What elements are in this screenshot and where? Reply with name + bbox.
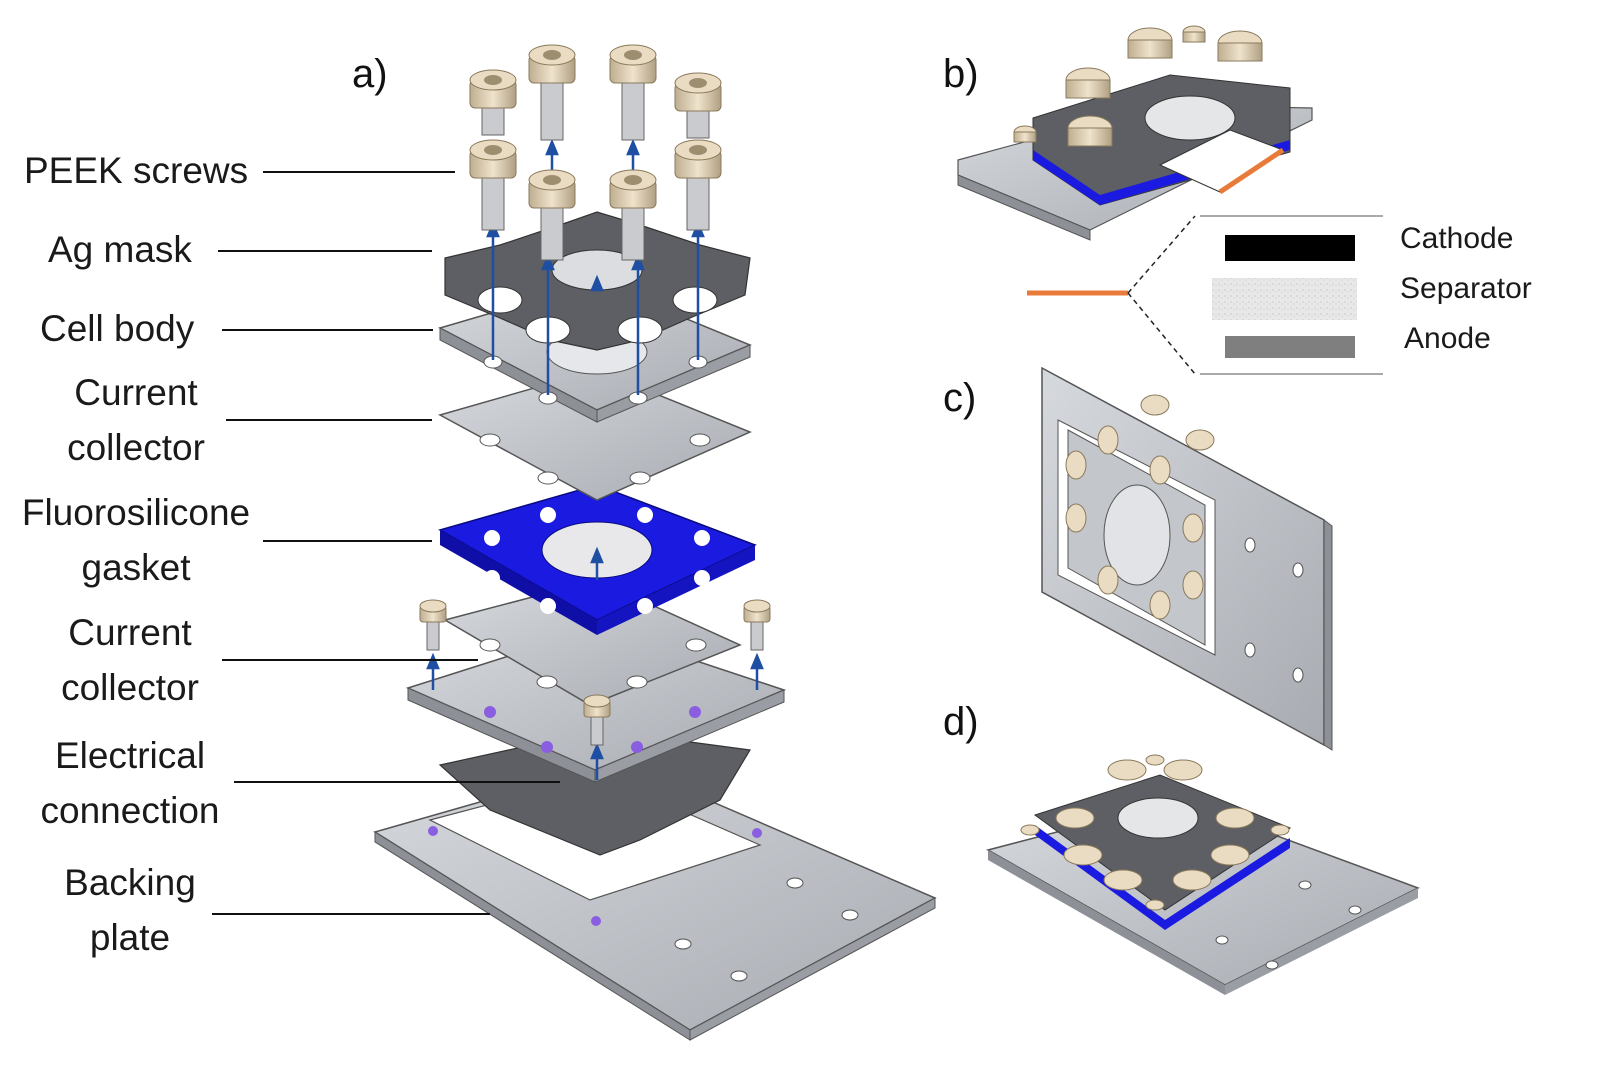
panel-d-assembly xyxy=(986,754,1420,995)
label-current-collector-top-1: Current xyxy=(74,372,198,413)
legend-cathode: Cathode xyxy=(1400,222,1514,255)
panel-b-tag: b) xyxy=(943,52,979,96)
panel-c-tag: c) xyxy=(943,376,977,420)
label-gasket-2: gasket xyxy=(81,547,191,588)
separator-swatch xyxy=(1212,278,1357,320)
leader-lines xyxy=(212,171,560,915)
top-current-collector xyxy=(438,369,752,501)
label-current-collector-bottom-2: collector xyxy=(61,667,199,708)
label-electrical-1: Electrical xyxy=(54,735,206,776)
legend-separator: Separator xyxy=(1400,272,1532,305)
panel-a-tag: a) xyxy=(352,52,388,96)
peek-screws-top xyxy=(469,44,722,261)
label-gasket-1: Fluorosilicone xyxy=(21,492,251,533)
label-current-collector-top-2: collector xyxy=(67,427,205,468)
layer-detail xyxy=(1027,215,1383,375)
anode-swatch xyxy=(1225,336,1355,358)
label-ag-mask: Ag mask xyxy=(48,229,192,270)
cathode-swatch xyxy=(1225,235,1355,261)
label-electrical-2: connection xyxy=(40,790,220,831)
legend-anode: Anode xyxy=(1404,322,1491,355)
label-backing-1: Backing xyxy=(64,862,196,903)
panel-c-assembly xyxy=(1041,366,1333,751)
label-current-collector-bottom-1: Current xyxy=(68,612,192,653)
label-cell-body: Cell body xyxy=(40,308,195,349)
panel-b-assembly xyxy=(957,25,1313,241)
label-peek-screws: PEEK screws xyxy=(24,150,249,191)
panel-d-tag: d) xyxy=(943,700,979,744)
small-screws xyxy=(419,599,771,746)
label-backing-2: plate xyxy=(89,917,171,958)
